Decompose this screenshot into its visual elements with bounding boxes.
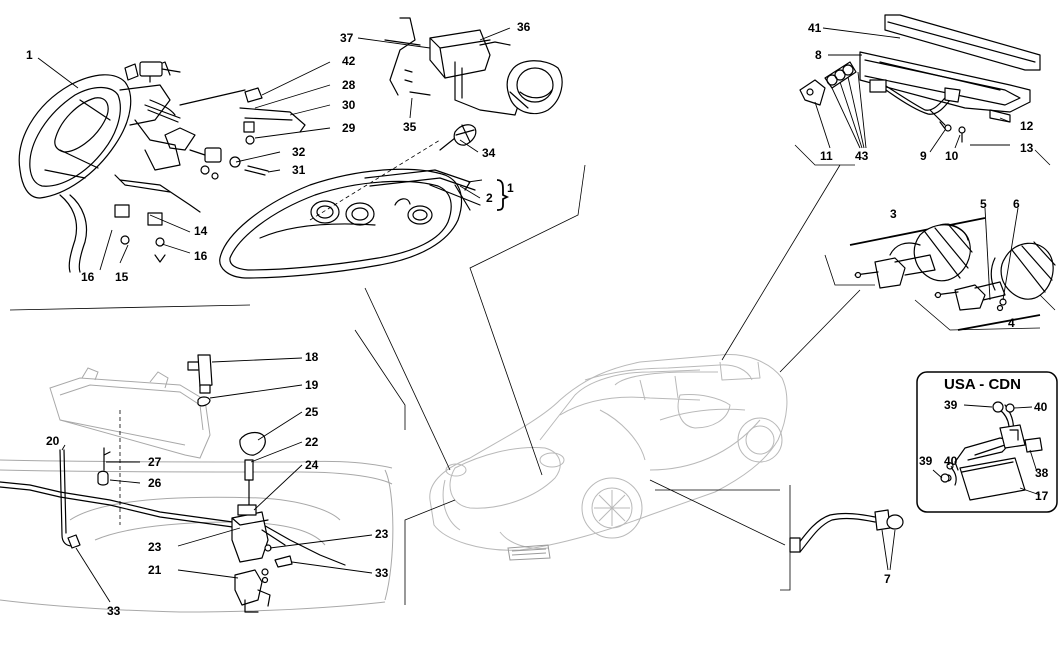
left-headlight-leaders [37, 57, 281, 271]
callout-38: 38 [1035, 466, 1049, 480]
callout-6: 6 [1013, 197, 1020, 211]
callout-29: 29 [342, 121, 356, 135]
callout-numbers: 1 1 2 3 4 5 6 7 8 9 10 11 12 13 14 15 16… [26, 20, 1049, 618]
callout-8: 8 [815, 48, 822, 62]
callout-33-right: 33 [375, 566, 389, 580]
callout-18: 18 [305, 350, 319, 364]
third-brake-light-leaders [814, 27, 1011, 153]
callout-42: 42 [342, 54, 356, 68]
callout-36: 36 [517, 20, 531, 34]
headlight-bracket-parts [179, 87, 306, 145]
callout-20: 20 [46, 434, 60, 448]
callout-39-top: 39 [944, 398, 958, 412]
callout-37: 37 [340, 31, 354, 45]
right-headlight-assembly [219, 168, 481, 279]
callout-23-left: 23 [148, 540, 162, 554]
callout-31: 31 [292, 163, 306, 177]
callout-10: 10 [945, 149, 959, 163]
left-headlight-assembly [18, 61, 269, 273]
callout-22: 22 [305, 435, 319, 449]
callout-23-right: 23 [375, 527, 389, 541]
sensor-part-7 [789, 509, 904, 571]
callout-28: 28 [342, 78, 356, 92]
callout-2: 2 [486, 191, 493, 205]
callout-35: 35 [403, 120, 417, 134]
fog-light-leaders [984, 207, 1019, 301]
fog-light-assembly [849, 217, 1056, 331]
callout-39-bottom: 39 [919, 454, 933, 468]
callout-bracket-1 [496, 179, 510, 211]
callout-19: 19 [305, 378, 319, 392]
callout-25: 25 [305, 405, 319, 419]
callout-27: 27 [148, 455, 162, 469]
callout-5: 5 [980, 197, 987, 211]
center-top-leaders [254, 27, 511, 199]
callout-12: 12 [1020, 119, 1034, 133]
callout-14: 14 [194, 224, 208, 238]
callout-3: 3 [890, 207, 897, 221]
washer-system-leaders [61, 357, 373, 603]
region-guide-lines [9, 144, 1056, 605]
usa-cdn-box [916, 371, 1058, 513]
car-illustration [429, 353, 788, 561]
callout-16-left: 16 [81, 270, 95, 284]
callout-16-right: 16 [194, 249, 208, 263]
callout-34: 34 [482, 146, 496, 160]
callout-26: 26 [148, 476, 162, 490]
callout-15: 15 [115, 270, 129, 284]
callout-30: 30 [342, 98, 356, 112]
callout-13: 13 [1020, 141, 1034, 155]
headlight-control-module [384, 17, 563, 151]
callout-17: 17 [1035, 489, 1049, 503]
third-brake-light-assembly [799, 14, 1041, 143]
usa-cdn-leaders [932, 404, 1041, 496]
callout-1-left: 1 [26, 48, 33, 62]
washer-system-assembly [0, 354, 394, 613]
callout-11: 11 [820, 149, 833, 163]
callout-40-bottom: 40 [944, 454, 958, 468]
callout-32: 32 [292, 145, 306, 159]
callout-24: 24 [305, 458, 319, 472]
callout-4: 4 [1008, 316, 1015, 330]
callout-33-left: 33 [107, 604, 121, 618]
callout-40-top: 40 [1034, 400, 1048, 414]
callout-7: 7 [884, 572, 891, 586]
callout-43: 43 [855, 149, 869, 163]
callout-9: 9 [920, 149, 927, 163]
callout-41: 41 [808, 21, 822, 35]
callout-21: 21 [148, 563, 162, 577]
usa-cdn-title: USA - CDN [944, 376, 1021, 393]
callout-1-bracket: 1 [507, 181, 514, 195]
